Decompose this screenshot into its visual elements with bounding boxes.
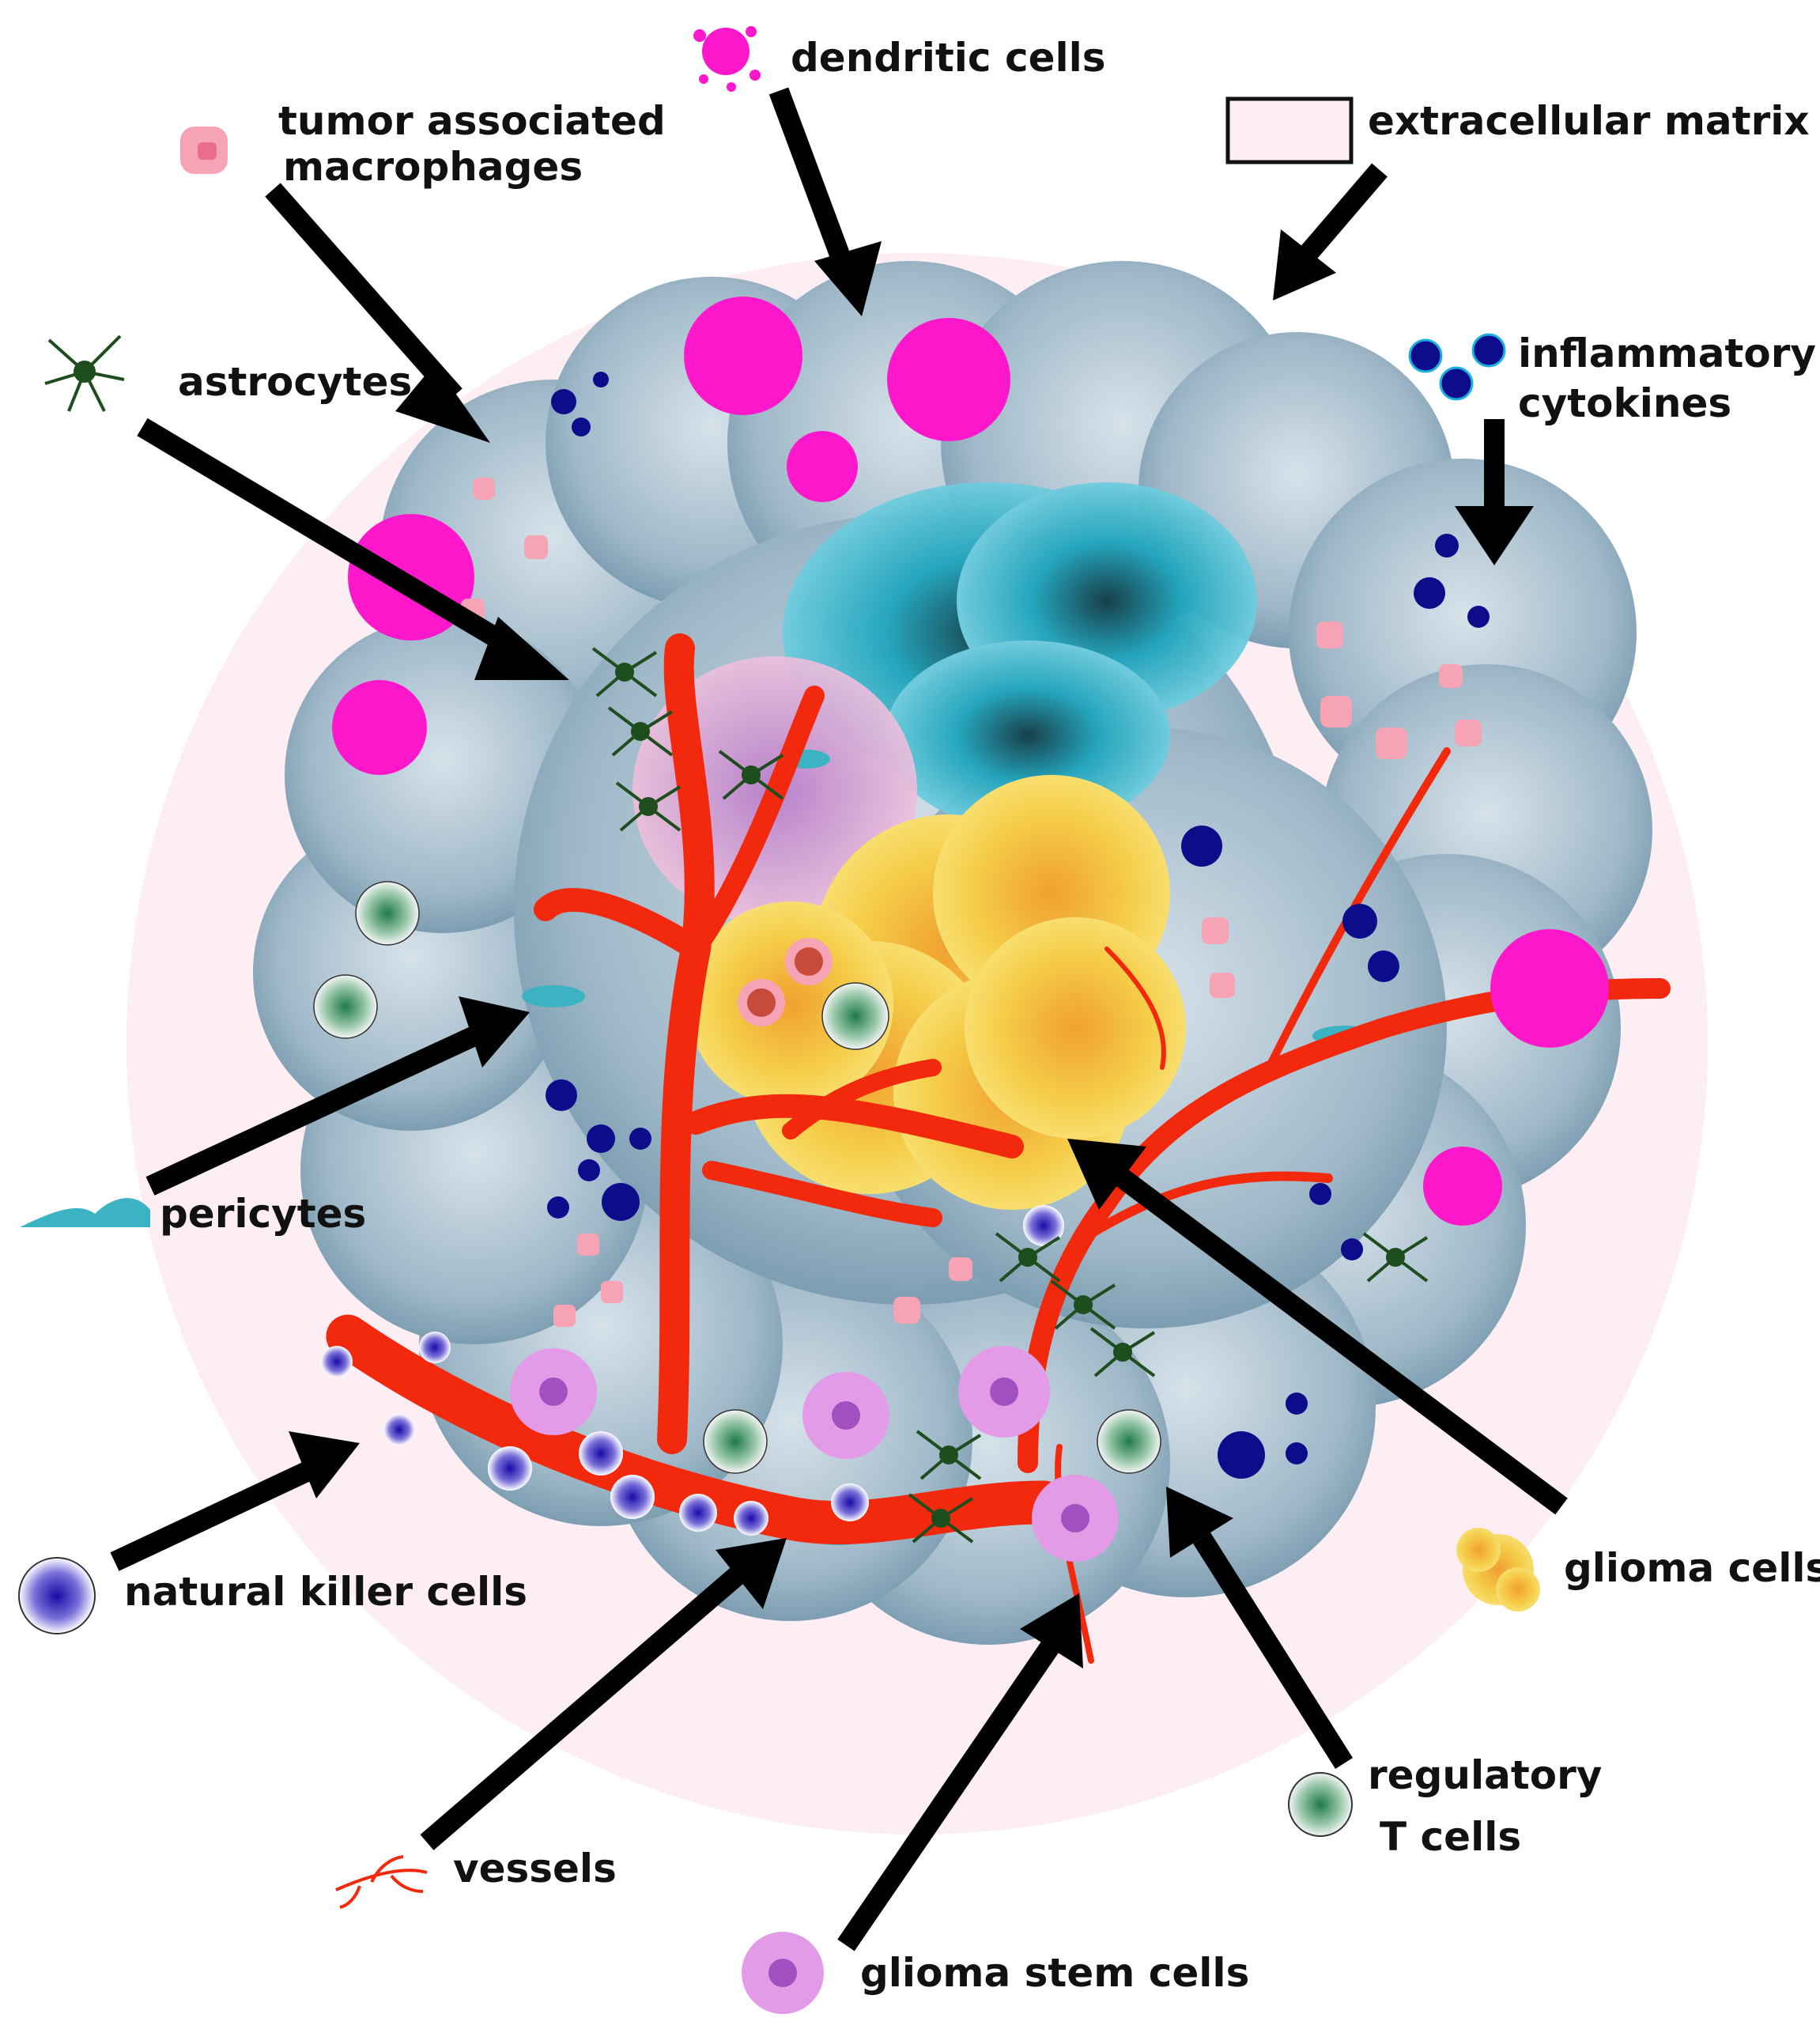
cytokine-legend-icon bbox=[1408, 333, 1506, 401]
dendritic-cells bbox=[332, 297, 1609, 1226]
label-cytokines-line1: inflammatory bbox=[1518, 331, 1816, 376]
arrow-vessels bbox=[420, 1538, 787, 1850]
glioma-stem-cells bbox=[510, 1346, 1119, 1562]
label-glioma-stem-cells: glioma stem cells bbox=[860, 1950, 1249, 1996]
natural-killer-cells bbox=[321, 1205, 1064, 1536]
glioma-stem-cell-legend-icon bbox=[742, 1932, 824, 2014]
label-extracellular-matrix: extracellular matrix bbox=[1368, 98, 1810, 144]
extracellular-matrix-legend-icon bbox=[1225, 96, 1354, 164]
arrow-astrocytes bbox=[137, 418, 569, 680]
arrow-treg bbox=[1166, 1487, 1353, 1769]
arrow-macrophages bbox=[265, 183, 490, 443]
label-dendritic-cells: dendritic cells bbox=[791, 35, 1106, 81]
arrows bbox=[110, 87, 1568, 1952]
label-regulatory-line2: T cells bbox=[1380, 1814, 1521, 1860]
inflammatory-cytokines bbox=[546, 372, 1490, 1479]
regulatory-t-cells bbox=[313, 881, 1161, 1474]
label-astrocytes: astrocytes bbox=[178, 359, 412, 405]
label-glioma-cells: glioma cells bbox=[1564, 1545, 1820, 1591]
arrow-glioma bbox=[1067, 1139, 1568, 1515]
label-vessels: vessels bbox=[453, 1846, 617, 1891]
label-pericytes: pericytes bbox=[160, 1191, 366, 1237]
label-tam-line1: tumor associated bbox=[278, 98, 666, 144]
infiltrating-cells bbox=[738, 938, 833, 1026]
astrocyte-legend-icon bbox=[44, 334, 125, 412]
vessel-legend-icon bbox=[335, 1855, 428, 1909]
arrow-cytokines bbox=[1455, 419, 1534, 565]
treg-legend-icon bbox=[1288, 1772, 1353, 1837]
glioma-cell-legend-icon bbox=[1456, 1528, 1540, 1612]
arrow-nk bbox=[110, 1431, 360, 1571]
arrow-pericytes bbox=[145, 996, 530, 1196]
macrophage-legend-icon bbox=[180, 127, 228, 174]
arrow-ecm bbox=[1273, 163, 1388, 300]
nk-cell-legend-icon bbox=[18, 1557, 96, 1634]
pericyte-legend-icon bbox=[20, 1198, 150, 1227]
dendritic-cell-legend-icon bbox=[693, 26, 761, 92]
arrow-stem bbox=[837, 1593, 1083, 1952]
arrow-dendritic bbox=[768, 87, 882, 316]
label-regulatory-line1: regulatory bbox=[1368, 1752, 1602, 1798]
astrocytes-in-tissue bbox=[591, 647, 1429, 1544]
label-natural-killer-cells: natural killer cells bbox=[124, 1569, 527, 1615]
label-cytokines-line2: cytokines bbox=[1518, 380, 1731, 426]
label-tam-line2: macrophages bbox=[283, 144, 583, 190]
